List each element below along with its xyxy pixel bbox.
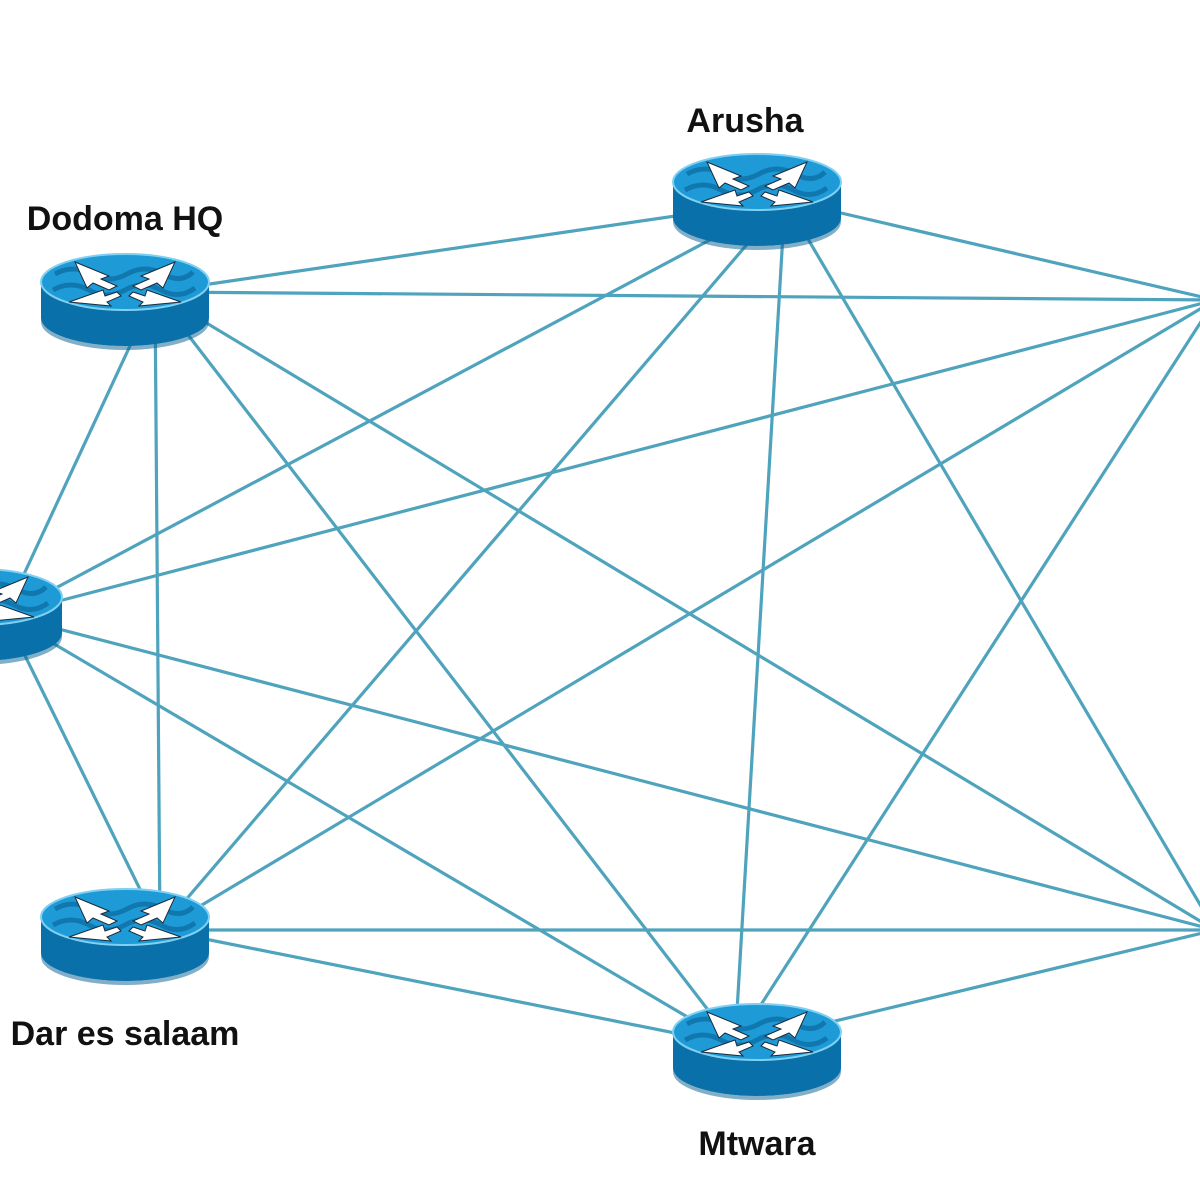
link-west-mtwara xyxy=(3,613,737,1047)
router-icon[interactable] xyxy=(673,154,841,250)
link-west-dar xyxy=(3,613,162,932)
router-icon[interactable] xyxy=(0,569,62,665)
node-mtwara[interactable]: Mtwara xyxy=(673,1004,841,1163)
router-icon[interactable] xyxy=(41,889,209,985)
link-dar-mtwara xyxy=(158,928,737,1047)
link-dodoma-mtwara xyxy=(153,290,737,1047)
link-dodoma-east-bottom xyxy=(153,290,1200,923)
node-arusha[interactable]: Arusha xyxy=(673,102,841,250)
node-west[interactable] xyxy=(0,569,62,665)
link-west-east-bottom xyxy=(3,613,1200,928)
router-icon[interactable] xyxy=(41,254,209,350)
link-dar-east-top xyxy=(158,307,1200,932)
link-dodoma-east-top xyxy=(153,290,1200,302)
link-arusha-mtwara xyxy=(733,198,787,1047)
router-icon[interactable] xyxy=(673,1004,841,1100)
link-mtwara-east-top xyxy=(733,320,1200,1047)
link-arusha-east-bottom xyxy=(783,198,1200,908)
links-layer xyxy=(3,198,1200,1047)
link-arusha-west xyxy=(3,198,787,617)
link-west-east-top xyxy=(3,302,1200,617)
link-arusha-east-top xyxy=(783,198,1200,299)
node-label: Dar es salaam xyxy=(11,1015,240,1053)
node-label: Mtwara xyxy=(698,1125,816,1163)
link-arusha-dar xyxy=(158,198,787,932)
node-label: Arusha xyxy=(686,102,804,140)
link-dodoma-dar xyxy=(153,290,162,932)
node-label: Dodoma HQ xyxy=(27,200,223,238)
node-dodoma[interactable]: Dodoma HQ xyxy=(27,200,223,350)
node-dar[interactable]: Dar es salaam xyxy=(11,889,240,1053)
